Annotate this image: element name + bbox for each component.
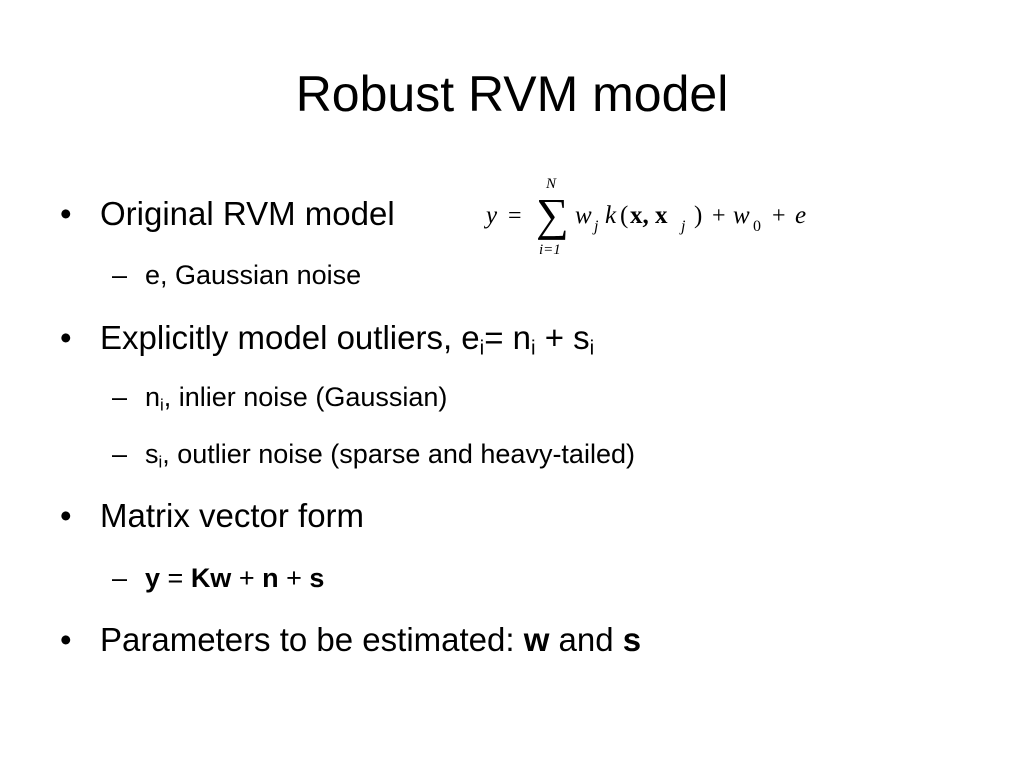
var-kw: Kw	[190, 563, 232, 593]
subbullet-outlier-noise: –si, outlier noise (sparse and heavy-tai…	[112, 437, 635, 471]
bullet-matrix-vector-form: • Matrix vector form	[60, 496, 364, 536]
bullet-text-mid: + s	[535, 319, 590, 356]
sub-i: i	[479, 336, 485, 360]
eq-k: k	[605, 202, 617, 229]
eq-e: e	[795, 202, 806, 229]
subbullet-inlier-noise: –ni, inlier noise (Gaussian)	[112, 380, 447, 414]
subbullet-gaussian-noise: –e, Gaussian noise	[112, 258, 361, 292]
var-y: y	[145, 563, 161, 593]
bullet-dot-icon: •	[60, 195, 72, 232]
eq-y: y	[483, 202, 498, 229]
eq-x-x: x, x	[630, 202, 668, 229]
var-n: n	[262, 563, 279, 593]
bullet-text: Matrix vector form	[100, 497, 365, 534]
bullet-explicit-outliers: •Explicitly model outliers, ei= ni + si	[60, 318, 594, 358]
en-dash-icon: –	[112, 563, 128, 593]
en-dash-icon: –	[112, 439, 128, 469]
slide-title: Robust RVM model	[295, 66, 729, 122]
en-dash-icon: –	[112, 382, 128, 412]
bullet-dot-icon: •	[60, 319, 72, 356]
subbullet-var: s	[145, 439, 159, 469]
eq-sub-zero: 0	[753, 218, 761, 235]
eq-plus1: +	[712, 203, 726, 229]
subbullet-text: e, Gaussian noise	[145, 260, 362, 290]
bullet-text: Explicitly model outliers, e	[100, 319, 480, 356]
sub-i: i	[531, 336, 536, 360]
eq-rparen: )	[694, 202, 702, 229]
en-dash-icon: –	[112, 260, 128, 290]
op-equals: =	[160, 563, 191, 593]
eq-lparen: (	[620, 202, 628, 229]
eq-equals: =	[508, 203, 522, 229]
subbullet-text: , inlier noise (Gaussian)	[163, 382, 448, 412]
rvm-equation: y = ∑ N i=1 w j k ( x, x j ) + w 0 + e	[483, 176, 806, 258]
eq-sub-j1: j	[592, 218, 599, 235]
eq-sub-j2: j	[679, 218, 686, 235]
subbullet-matrix-equation: –y = Kw + n + s	[112, 561, 324, 595]
bullet-text: Original RVM model	[100, 195, 395, 232]
sub-i: i	[589, 336, 595, 360]
subbullet-text: , outlier noise (sparse and heavy-tailed…	[162, 439, 635, 469]
eq-lower-i1: i=1	[539, 242, 561, 258]
var-w: w	[523, 621, 550, 658]
eq-w: w	[575, 202, 592, 229]
eq-sigma: ∑	[536, 189, 569, 240]
bullet-parameters: • Parameters to be estimated: w and s	[60, 620, 641, 660]
op-plus: +	[278, 563, 310, 593]
sub-i: i	[160, 395, 164, 415]
bullet-text: Parameters to be estimated:	[100, 621, 524, 658]
bullet-dot-icon: •	[60, 621, 72, 658]
bullet-dot-icon: •	[60, 497, 72, 534]
var-s: s	[622, 621, 642, 658]
eq-w0: w	[733, 202, 750, 229]
bullet-original-rvm-model: • Original RVM model	[60, 194, 395, 234]
subbullet-var: n	[145, 382, 161, 412]
var-s: s	[309, 563, 325, 593]
bullet-text-mid: = n	[484, 319, 531, 356]
op-plus: +	[231, 563, 263, 593]
bullet-text-and: and	[549, 621, 623, 658]
eq-upper-n: N	[545, 176, 557, 192]
sub-i: i	[158, 452, 163, 472]
eq-plus2: +	[772, 203, 786, 229]
